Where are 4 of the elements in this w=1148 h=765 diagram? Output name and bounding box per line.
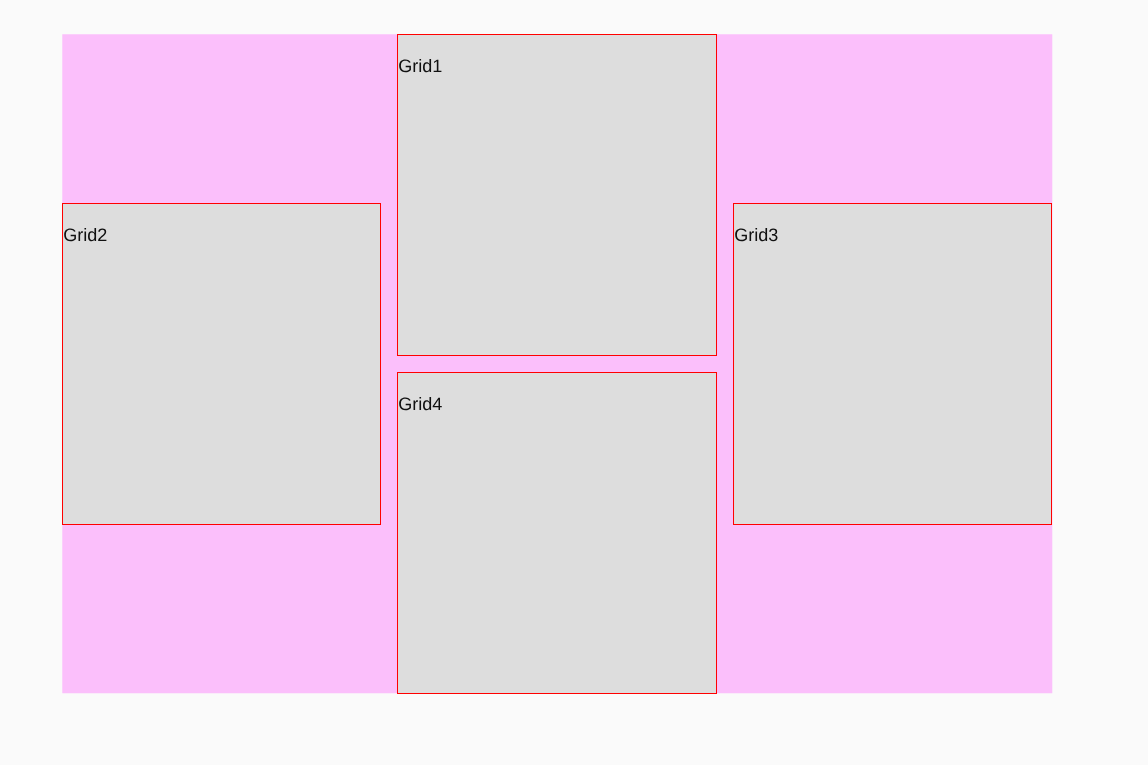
grid-panel: Grid2 bbox=[62, 203, 381, 525]
grid-panel: Grid3 bbox=[733, 203, 1052, 525]
grid-panel: Grid4 bbox=[397, 372, 717, 694]
grid-panel: Grid1 bbox=[397, 34, 717, 356]
